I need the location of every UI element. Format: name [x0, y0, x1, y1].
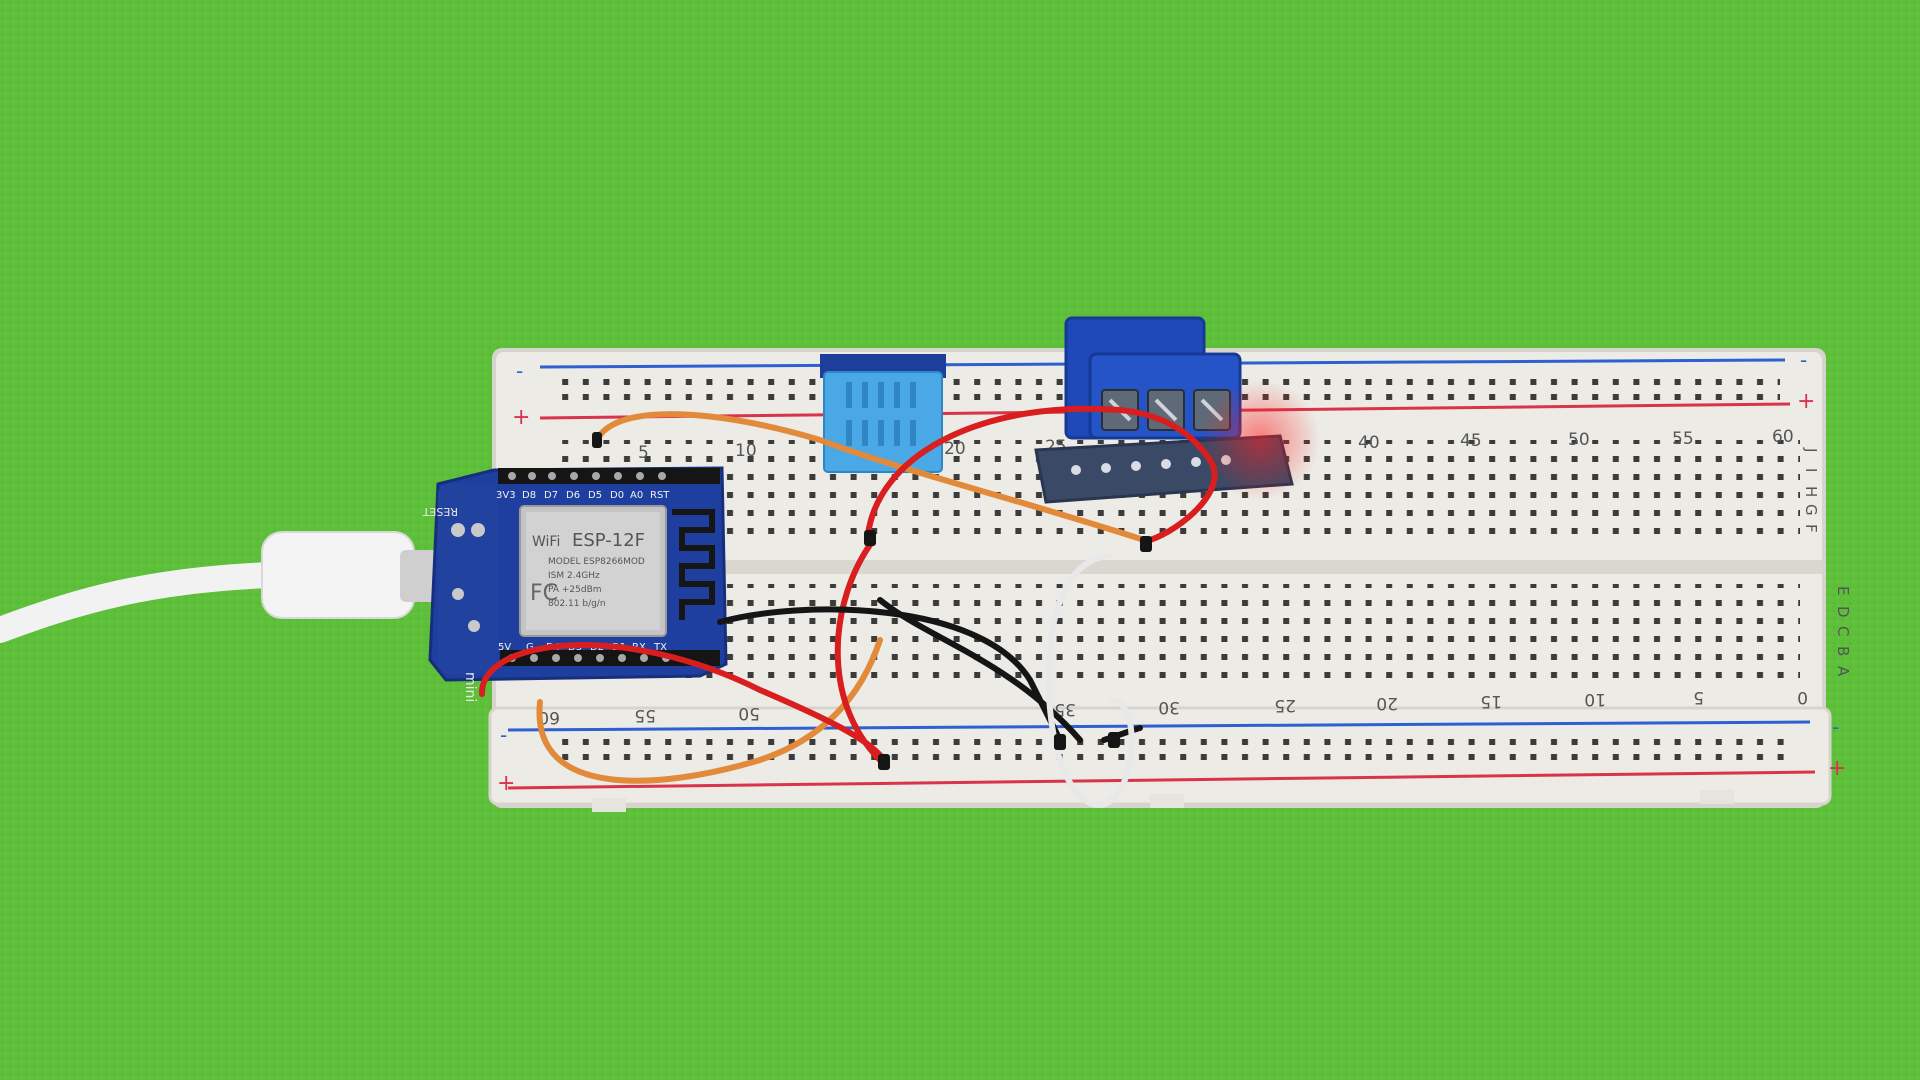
wire-red: [865, 405, 1218, 543]
row-letter: C: [1834, 626, 1852, 636]
pin-label: D5: [588, 490, 602, 501]
pin-label: G: [526, 642, 534, 653]
wire-end: [1054, 734, 1066, 750]
wire-end: [1140, 536, 1152, 552]
col-number: 55: [634, 705, 656, 725]
pin-label: TX: [653, 642, 667, 653]
pin-label: D0: [610, 490, 624, 501]
col-number: 20: [944, 439, 966, 459]
center-channel: [496, 560, 1822, 574]
module-line: MODEL ESP8266MOD: [548, 557, 645, 567]
bottom-rail-plus: +: [1828, 756, 1846, 781]
pin-label: A0: [630, 490, 643, 501]
bottom-rail-area: [560, 738, 1790, 768]
col-number: 20: [1376, 693, 1398, 713]
bottom-rail-minus: -: [1832, 715, 1839, 739]
sensor-icon: [820, 354, 946, 473]
row-letter: D: [1834, 606, 1852, 618]
wire-red: [834, 539, 883, 763]
col-number: 0: [1797, 687, 1808, 707]
top-right-rail-minus: -: [1800, 348, 1807, 372]
module-line: 802.11 b/g/n: [548, 599, 606, 609]
antenna-icon: [672, 509, 715, 620]
wifi-badge: WiFi: [532, 534, 560, 550]
top-rail-minus: -: [516, 359, 523, 383]
col-number: 60: [1772, 427, 1794, 447]
wire-end: [864, 530, 876, 546]
row-letter: J: [1802, 447, 1820, 452]
pin-label: 3V3: [496, 490, 516, 501]
row-letter: F: [1802, 524, 1820, 533]
col-number: 30: [1158, 697, 1180, 717]
col-number: 5: [638, 443, 649, 463]
wire-end: [878, 754, 890, 770]
led-glow: [1200, 380, 1320, 500]
pin-label: 5V: [498, 642, 511, 653]
pin-label: RST: [650, 490, 670, 501]
col-number: 35: [1054, 699, 1076, 719]
col-number: 15: [1480, 691, 1502, 711]
bottom-terminal-area: [560, 584, 1800, 684]
pin-label: D6: [566, 490, 580, 501]
module-line: PA +25dBm: [548, 585, 602, 595]
col-number: 40: [1358, 433, 1380, 453]
bottom-rail-red-line: [507, 770, 1816, 790]
module-line: ISM 2.4GHz: [548, 571, 600, 581]
pin-label: D7: [544, 490, 558, 501]
row-letter: H: [1802, 486, 1820, 497]
col-number: 60: [538, 707, 560, 727]
reset-label: RESET: [422, 505, 458, 518]
row-letter: E: [1834, 586, 1852, 595]
row-letter: B: [1834, 646, 1852, 656]
top-right-rail-plus: +: [1797, 389, 1815, 414]
row-letter: I: [1802, 468, 1820, 472]
wire-end: [1108, 732, 1120, 748]
module-title: ESP-12F: [572, 530, 645, 551]
row-letter: A: [1834, 666, 1852, 677]
brand-label: mini: [462, 672, 478, 702]
esp8266-board: RESET mini 3V3 D8 D7 D6 D5 D0 A0 RST WiF…: [422, 466, 728, 702]
bottom-left-rail-plus: +: [497, 771, 515, 796]
bottom-left-rail-minus: -: [500, 723, 507, 747]
row-letter: G: [1802, 504, 1820, 516]
col-number: 50: [1568, 430, 1590, 450]
wire-orange: [536, 637, 883, 784]
col-number: 10: [1584, 689, 1606, 709]
wire-black: [717, 606, 1063, 743]
wire-red: [478, 642, 887, 763]
top-rail-plus: +: [512, 405, 530, 430]
pin-label: D8: [522, 490, 536, 501]
col-number: 25: [1274, 695, 1296, 715]
col-number: 10: [735, 441, 757, 461]
wire-black: [1101, 725, 1143, 743]
col-number: 45: [1460, 431, 1482, 451]
col-number: 50: [738, 703, 760, 723]
bottom-rail-blue-line: [507, 720, 1811, 732]
wire-end: [592, 432, 602, 448]
fcc-mark: FC: [530, 581, 558, 606]
wire-white: [1045, 553, 1135, 808]
col-number: 5: [1693, 687, 1704, 707]
usb-cable-icon: [0, 531, 440, 643]
wire-orange: [595, 411, 1147, 543]
col-number: 55: [1672, 429, 1694, 449]
